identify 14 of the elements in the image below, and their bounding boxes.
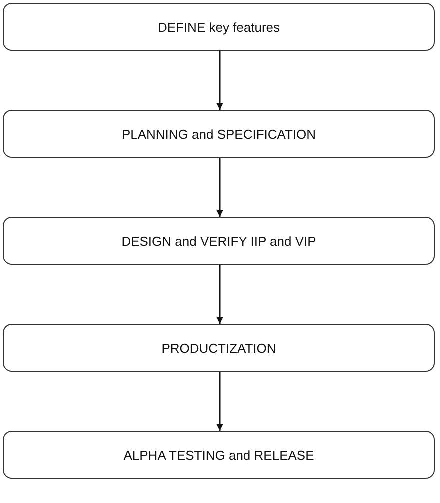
arrow: [216, 158, 224, 217]
process-box: [3, 324, 435, 372]
step-label: DEFINE key features: [158, 20, 280, 34]
process-box: [3, 110, 435, 158]
arrow: [216, 265, 224, 324]
step-label: ALPHA TESTING and RELEASE: [124, 448, 314, 462]
step-label: PRODUCTIZATION: [162, 340, 276, 356]
step-label: DESIGN and VERIFY IIP and VIP: [122, 234, 316, 248]
process-box: [3, 431, 435, 479]
step-label: PLANNING and SPECIFICATION: [122, 126, 316, 142]
process-box: [3, 217, 435, 265]
arrow: [216, 51, 224, 110]
arrow: [216, 372, 224, 431]
process-box: [3, 3, 435, 51]
